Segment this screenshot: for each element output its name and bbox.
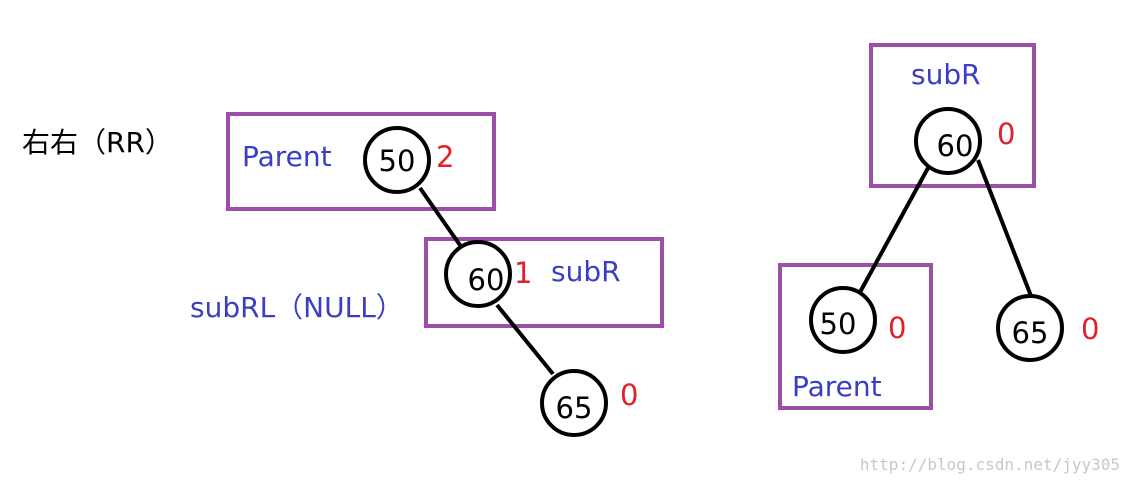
node-50-after: 50 xyxy=(809,286,877,354)
parent-box-after xyxy=(778,263,933,410)
parent-label-after: Parent xyxy=(792,370,882,403)
node-65-before: 65 xyxy=(540,369,608,437)
edge-60-50-after xyxy=(857,167,930,295)
balance-factor: 0 xyxy=(997,117,1015,151)
node-65-after: 65 xyxy=(996,294,1064,362)
node-50-before: 50 xyxy=(363,126,431,194)
node-circle xyxy=(444,240,512,308)
subR-label-after: subR xyxy=(911,58,981,91)
diagram-title: 右右（RR） xyxy=(22,126,173,159)
node-value: 60 xyxy=(468,263,505,297)
subRL-label: subRL（NULL） xyxy=(190,291,404,324)
balance-factor: 1 xyxy=(514,256,532,290)
node-circle xyxy=(363,126,431,194)
subR-label-before: subR xyxy=(551,255,621,288)
node-value: 60 xyxy=(937,129,974,163)
subR-box-before xyxy=(424,237,664,328)
edge-60-65-before xyxy=(495,303,555,376)
node-circle xyxy=(996,294,1064,362)
before-tree: 50 2 60 1 65 0 Parent subR subRL（NULL） xyxy=(190,112,664,437)
edge-60-65-after xyxy=(976,159,1033,297)
node-60-before: 60 xyxy=(444,240,512,308)
node-value: 50 xyxy=(820,307,857,341)
balance-factor: 0 xyxy=(888,311,906,345)
balance-factor: 0 xyxy=(620,378,638,412)
node-value: 50 xyxy=(379,144,416,178)
node-circle xyxy=(914,107,982,175)
balance-factor: 2 xyxy=(436,140,454,174)
parent-label-before: Parent xyxy=(242,140,332,173)
after-tree: 60 0 50 0 65 0 subR Parent xyxy=(778,43,1099,410)
node-value: 65 xyxy=(556,391,593,425)
node-60-after: 60 xyxy=(914,107,982,175)
node-circle xyxy=(540,369,608,437)
watermark: http://blog.csdn.net/jyy305 xyxy=(860,455,1120,474)
edge-50-60-before xyxy=(418,186,464,250)
node-circle xyxy=(809,286,877,354)
parent-box-before xyxy=(226,112,496,211)
balance-factor: 0 xyxy=(1081,312,1099,346)
subR-box-after xyxy=(869,43,1036,188)
node-value: 65 xyxy=(1012,316,1049,350)
